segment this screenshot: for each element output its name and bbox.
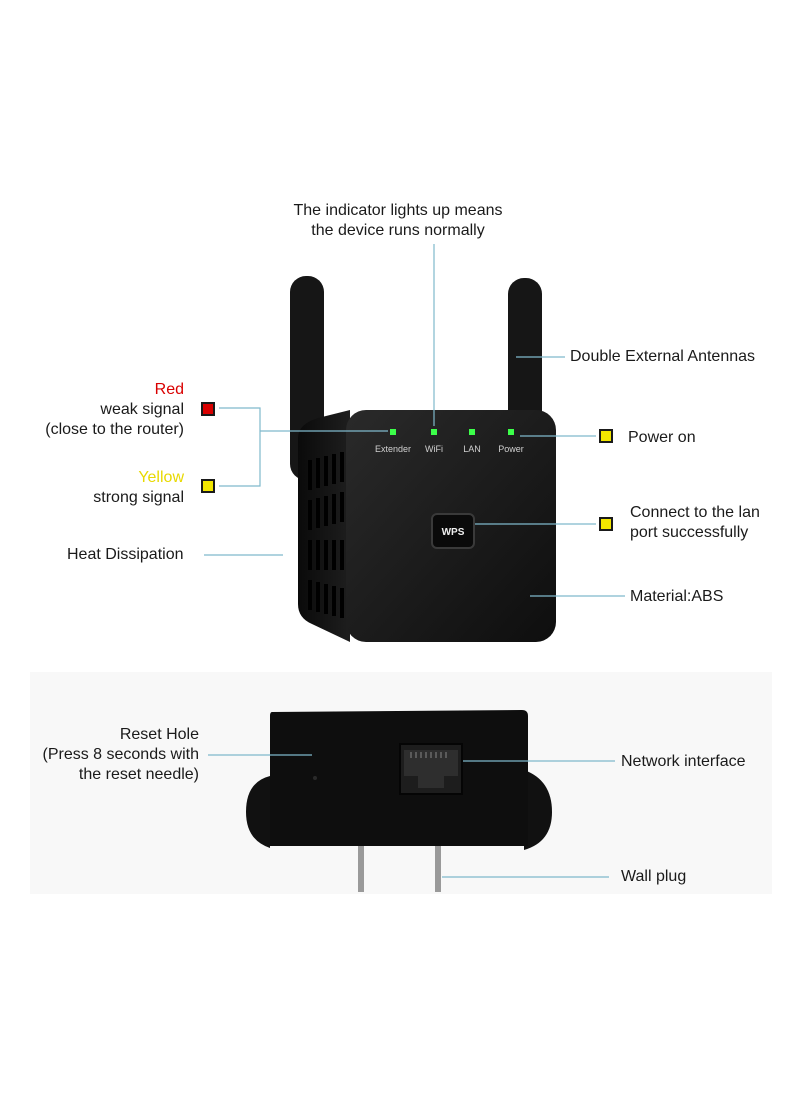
wifi-led <box>431 429 437 435</box>
lan-callout-line1: Connect to the lan <box>630 503 760 523</box>
red-desc-line2: (close to the router) <box>20 420 184 440</box>
wps-button-label: WPS <box>442 527 465 538</box>
led-label-power: Power <box>498 444 524 454</box>
yellow-label: Yellow <box>20 468 184 488</box>
reset-callout-line1: Reset Hole <box>20 725 199 745</box>
extender-led <box>390 429 396 435</box>
yellow-desc: strong signal <box>20 488 184 508</box>
yellow-square-icon <box>201 479 215 493</box>
right-antenna <box>508 278 542 428</box>
reset-callout-line2: (Press 8 seconds with <box>20 745 199 765</box>
red-label: Red <box>20 380 184 400</box>
plug-prong-left <box>358 846 364 892</box>
led-label-extender: Extender <box>375 444 411 454</box>
material-callout: Material:ABS <box>630 587 723 607</box>
heat-dissipation-callout: Heat Dissipation <box>67 545 184 565</box>
reset-hole <box>313 776 317 780</box>
yellow-square-icon <box>599 517 613 531</box>
indicator-callout-line1: The indicator lights up means <box>260 201 536 221</box>
led-label-lan: LAN <box>463 444 481 454</box>
power-on-callout: Power on <box>628 428 696 448</box>
wall-plug-callout: Wall plug <box>621 867 686 887</box>
red-desc-line1: weak signal <box>20 400 184 420</box>
extender-front-view: Extender WiFi LAN Power WPS <box>290 276 556 642</box>
lan-callout-line2: port successfully <box>630 523 748 543</box>
yellow-square-icon <box>599 429 613 443</box>
lan-led <box>469 429 475 435</box>
ethernet-port-icon <box>400 744 462 794</box>
power-led <box>508 429 514 435</box>
red-square-icon <box>201 402 215 416</box>
led-label-wifi: WiFi <box>425 444 443 454</box>
network-interface-callout: Network interface <box>621 752 746 772</box>
plug-prong-right <box>435 846 441 892</box>
antennas-callout: Double External Antennas <box>570 347 755 367</box>
reset-callout-line3: the reset needle) <box>20 765 199 785</box>
indicator-callout-line2: the device runs normally <box>260 221 536 241</box>
